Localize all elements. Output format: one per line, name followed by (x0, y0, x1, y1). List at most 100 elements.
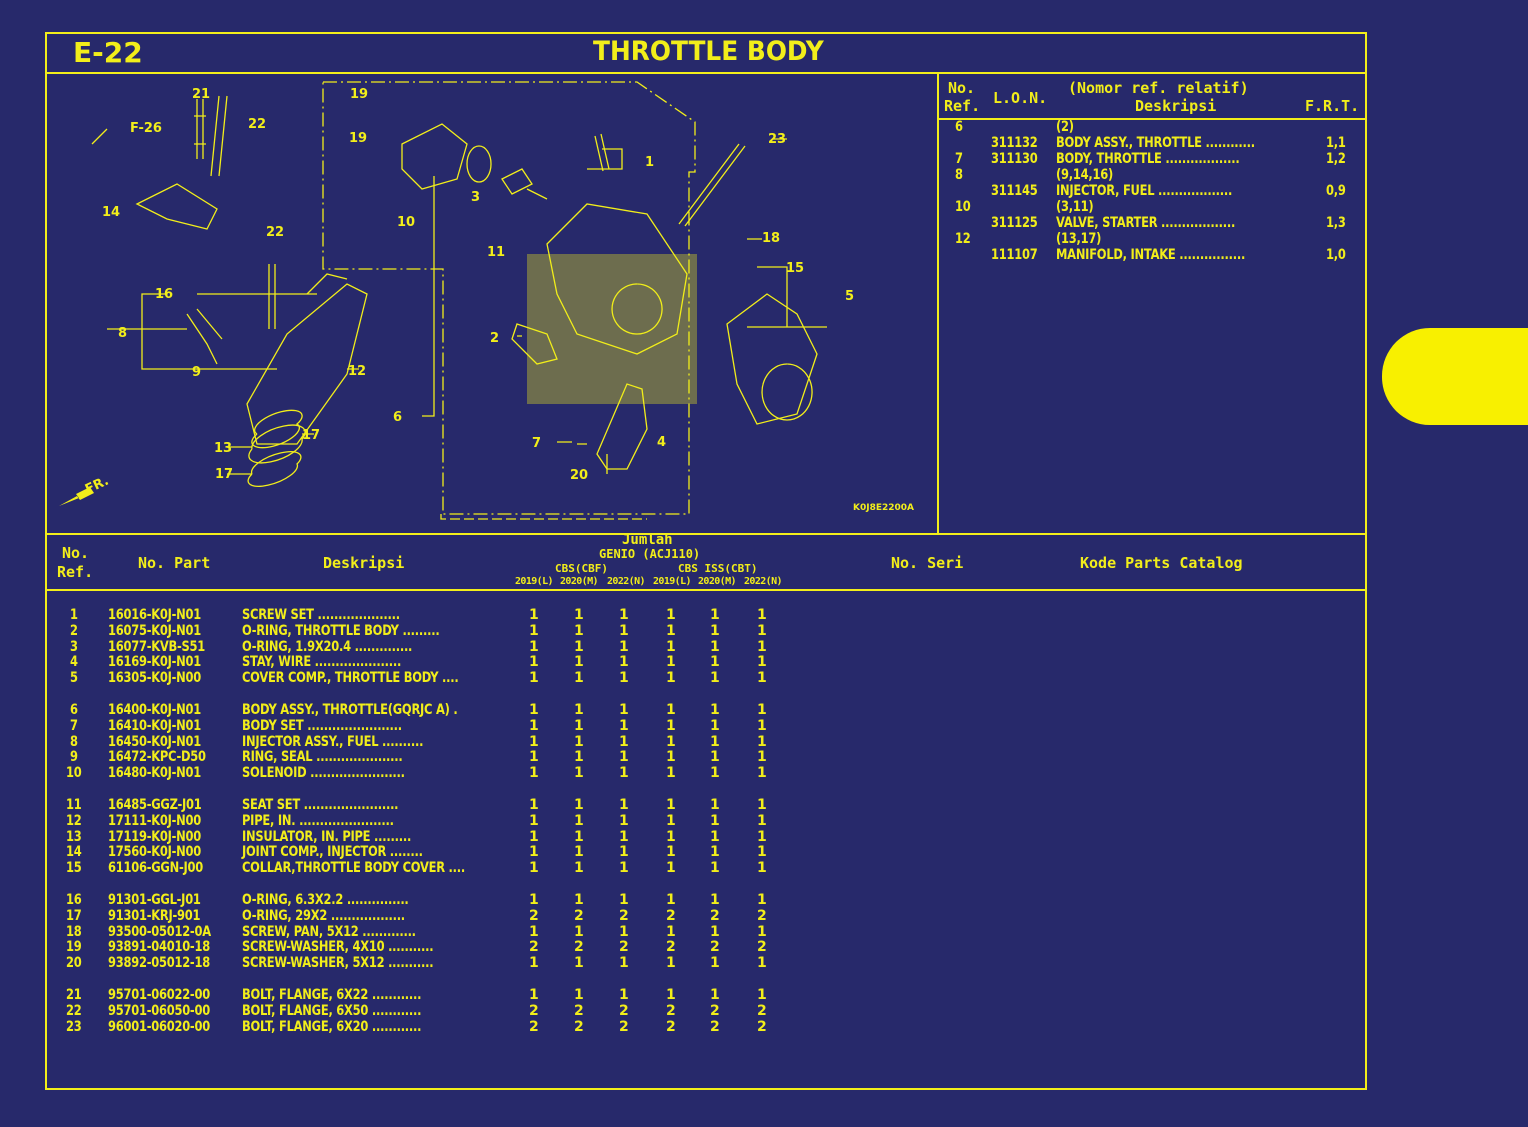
callout-label: 9 (192, 365, 202, 380)
callout-label: 11 (487, 245, 506, 260)
quantity-cell: 1 (574, 622, 584, 639)
quantity-cell: 1 (710, 765, 720, 782)
quantity-cell: 1 (529, 702, 539, 718)
quantity-cell: 1 (710, 844, 720, 861)
quantity-cell: 1 (619, 844, 629, 861)
quantity-cell: 1 (757, 733, 767, 750)
callout-label: 5 (845, 289, 855, 304)
year-column: 2019(L) (515, 576, 554, 587)
leader-lines (91, 128, 827, 475)
model-name: GENIO (ACJ110) (599, 547, 701, 561)
callout-label: 20 (570, 468, 589, 483)
quantity-cell: 1 (666, 797, 676, 813)
col-ref: Ref. (944, 97, 981, 115)
frt-value: 1,0 (1326, 247, 1346, 263)
col-no: No. (62, 544, 90, 562)
callout-label: 16 (155, 287, 174, 302)
quantity-cell: 1 (529, 733, 539, 750)
callout-label: F-26 (130, 121, 162, 136)
quantity-cell: 1 (757, 702, 767, 718)
part-number: 91301-GGL-J01 (108, 892, 201, 908)
quantity-cell: 1 (710, 670, 720, 687)
quantity-cell: 1 (574, 860, 584, 877)
quantity-cell: 2 (529, 1002, 539, 1019)
callout-label: 4 (657, 435, 667, 450)
quantity-cell: 1 (574, 797, 584, 813)
quantity-cell: 1 (574, 892, 584, 908)
part-number: 95701-06022-00 (108, 987, 210, 1003)
quantity-cell: 1 (529, 923, 539, 940)
quantity-cell: 1 (710, 654, 720, 671)
year-column: 2020(M) (560, 576, 599, 587)
quantity-cell: 2 (666, 939, 676, 956)
assembly-boundary (322, 81, 696, 515)
quantity-cell: 1 (666, 844, 676, 861)
callout-label: 3 (471, 190, 481, 205)
part-number: 16169-K0J-N01 (108, 654, 202, 671)
screw-1 (594, 133, 610, 172)
ref-number: 12 (955, 231, 971, 247)
bolt-22b (268, 264, 276, 329)
bolt-22 (210, 95, 228, 177)
quantity-cell: 1 (710, 812, 720, 829)
ref-number: 1 (70, 607, 78, 623)
quantity-cell: 2 (574, 1018, 584, 1035)
part-number: 17111-K0J-N00 (108, 812, 202, 829)
quantity-cell: 1 (757, 638, 767, 655)
part-number: 96001-06020-00 (108, 1018, 210, 1035)
part-description: O-RING, 6.3X2.2 ............... (242, 892, 409, 908)
quantity-cell: 1 (619, 860, 629, 877)
quantity-cell: 1 (574, 733, 584, 750)
quantity-cell: 1 (574, 670, 584, 687)
ref-number: 7 (70, 717, 78, 734)
quantity-cell: 2 (574, 939, 584, 956)
callout-label: 12 (348, 364, 367, 379)
lon-code: 311132 (991, 135, 1038, 151)
quantity-cell: 1 (757, 923, 767, 940)
ref-number: 6 (70, 702, 78, 718)
part-description: COLLAR,THROTTLE BODY COVER .... (242, 860, 466, 877)
part-description: RING, SEAL ..................... (242, 749, 403, 766)
part-description: SCREW-WASHER, 5X12 ........... (242, 955, 434, 972)
oring-17b (247, 451, 302, 487)
callout-label: 19 (349, 131, 368, 146)
quantity-cell: 1 (619, 923, 629, 940)
part-number: 16472-KPC-D50 (108, 749, 206, 766)
quantity-cell: 1 (529, 622, 539, 639)
part-description: BOLT, FLANGE, 6X22 ............ (242, 987, 422, 1003)
quantity-cell: 1 (619, 654, 629, 671)
col-lon: L.O.N. (993, 89, 1048, 107)
quantity-cell: 2 (757, 1002, 767, 1019)
quantity-cell: 1 (529, 638, 539, 655)
quantity-cell: 1 (619, 733, 629, 750)
part-description: SCREW, PAN, 5X12 ............. (242, 923, 416, 940)
quantity-cell: 1 (710, 797, 720, 813)
part-number: 93500-05012-0A (108, 923, 211, 940)
quantity-cell: 1 (666, 765, 676, 782)
quantity-cell: 2 (710, 1002, 720, 1019)
quantity-cell: 2 (529, 1018, 539, 1035)
ref-number: 7 (955, 151, 963, 167)
ref-number: 11 (66, 797, 82, 813)
part-description: O-RING, 29X2 .................. (242, 907, 405, 924)
quantity-cell: 1 (710, 955, 720, 972)
col-no: No. (948, 79, 976, 97)
quantity-cell: 1 (574, 749, 584, 766)
part-number: 17560-K0J-N00 (108, 844, 202, 861)
quantity-cell: 1 (529, 749, 539, 766)
ref-number: 12 (66, 812, 82, 829)
quantity-cell: 1 (666, 717, 676, 734)
quantity-cell: 1 (666, 955, 676, 972)
side-tab-handle[interactable] (1382, 328, 1528, 425)
quantity-cell: 1 (757, 749, 767, 766)
quantity-cell: 1 (666, 923, 676, 940)
cover-5 (726, 293, 818, 425)
quantity-cell: 1 (574, 828, 584, 845)
